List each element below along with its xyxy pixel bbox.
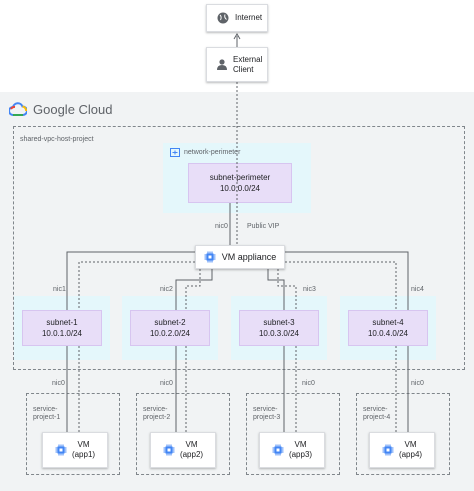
vm-app1-text: VM (app1) bbox=[72, 440, 95, 460]
service-project-1-label-line2: project-1 bbox=[33, 414, 61, 421]
service-project-2-label-line2: project-2 bbox=[143, 414, 171, 421]
public-vip-label: Public VIP bbox=[247, 223, 280, 230]
vm-app4-node: VM (app4) bbox=[369, 432, 435, 468]
appliance-nic0-label: nic0 bbox=[215, 223, 228, 230]
vm-app2-line2: (app2) bbox=[179, 450, 204, 459]
nic1-line bbox=[66, 251, 195, 310]
subnet-3-name: subnet-3 bbox=[263, 318, 295, 327]
traffic-line-3 bbox=[277, 269, 297, 310]
subnet-4-box: subnet-4 10.0.4.0/24 bbox=[348, 310, 428, 346]
nic2-label: nic2 bbox=[160, 286, 173, 293]
traffic-line-4 bbox=[285, 261, 397, 310]
vm-app3-line1: VM bbox=[294, 440, 307, 449]
vm-app4-text: VM (app4) bbox=[399, 440, 422, 460]
vm-app3-text: VM (app3) bbox=[289, 440, 312, 460]
compute-chip-icon bbox=[272, 444, 284, 456]
vm-appliance-node: VM appliance bbox=[195, 245, 285, 269]
service-project-4-label-line1: service- bbox=[363, 406, 388, 413]
internet-label: Internet bbox=[235, 13, 263, 22]
compute-chip-icon bbox=[55, 444, 67, 456]
subnet-perimeter-name: subnet-perimeter bbox=[209, 173, 271, 182]
vm-app2-node: VM (app2) bbox=[150, 432, 216, 468]
vm2-nic0-label: nic0 bbox=[160, 380, 173, 387]
brand-name: Google Cloud bbox=[33, 101, 113, 117]
vpc-network-icon bbox=[170, 148, 180, 157]
vm4-nic0-label: nic0 bbox=[411, 380, 424, 387]
host-project-label: shared-vpc-host-project bbox=[20, 136, 94, 143]
vm-app2-text: VM (app2) bbox=[180, 440, 203, 460]
external-client-line1: External bbox=[233, 54, 263, 64]
traffic-line-1 bbox=[78, 261, 195, 310]
nic4-label: nic4 bbox=[411, 286, 424, 293]
subnet-1-name: subnet-1 bbox=[46, 318, 78, 327]
external-client-text: External Client bbox=[233, 55, 262, 75]
network-perimeter-header: network-perimeter bbox=[170, 148, 240, 157]
subnet-3-box: subnet-3 10.0.3.0/24 bbox=[239, 310, 319, 346]
subnet-2-name: subnet-2 bbox=[154, 318, 186, 327]
subnet-2-box: subnet-2 10.0.2.0/24 bbox=[130, 310, 210, 346]
network-perimeter-label: network-perimeter bbox=[184, 148, 241, 156]
subnet-4-name: subnet-4 bbox=[372, 318, 404, 327]
service-project-2-label-line1: service- bbox=[143, 406, 168, 413]
globe-icon bbox=[217, 12, 229, 24]
subnet-3-cidr: 10.0.3.0/24 bbox=[258, 329, 300, 338]
nic1-label: nic1 bbox=[53, 286, 66, 293]
vm1-nic0-label: nic0 bbox=[52, 380, 65, 387]
vm-appliance-label: VM appliance bbox=[221, 252, 277, 262]
vm-app3-node: VM (app3) bbox=[259, 432, 325, 468]
vm-app1-node: VM (app1) bbox=[42, 432, 108, 468]
google-cloud-logo: Google Cloud bbox=[9, 100, 113, 118]
host-project-boundary: shared-vpc-host-project bbox=[13, 126, 465, 370]
traffic-line-2 bbox=[185, 269, 201, 310]
external-client-line2: Client bbox=[233, 64, 254, 74]
vm-app2-line1: VM bbox=[185, 440, 198, 449]
subnet-2-cidr: 10.0.2.0/24 bbox=[149, 329, 191, 338]
service-project-1-label-line1: service- bbox=[33, 406, 58, 413]
service-project-3-label-line1: service- bbox=[253, 406, 278, 413]
nic3-label: nic3 bbox=[303, 286, 316, 293]
vm-app1-line1: VM bbox=[77, 440, 90, 449]
subnet-perimeter-cidr: 10.0.0.0/24 bbox=[219, 184, 261, 193]
subnet-perimeter-box: subnet-perimeter 10.0.0.0/24 bbox=[188, 163, 292, 203]
internet-node: Internet bbox=[206, 4, 268, 32]
service-project-3-label-line2: project-3 bbox=[253, 414, 281, 421]
vm3-nic0-label: nic0 bbox=[302, 380, 315, 387]
nic2-line bbox=[175, 269, 213, 310]
subnet-1-box: subnet-1 10.0.1.0/24 bbox=[22, 310, 102, 346]
vm-app1-line2: (app1) bbox=[71, 450, 96, 459]
compute-chip-icon bbox=[382, 444, 394, 456]
nic3-line bbox=[267, 269, 285, 310]
internet-arrowhead bbox=[233, 33, 241, 40]
compute-chip-icon bbox=[163, 444, 175, 456]
person-icon bbox=[217, 59, 227, 70]
vm-app4-line1: VM bbox=[404, 440, 417, 449]
vm-app4-line2: (app4) bbox=[398, 450, 423, 459]
nic4-line bbox=[285, 251, 409, 310]
vm-app3-line2: (app3) bbox=[288, 450, 313, 459]
subnet-1-cidr: 10.0.1.0/24 bbox=[41, 329, 83, 338]
subnet-4-cidr: 10.0.4.0/24 bbox=[367, 329, 409, 338]
service-project-4-label-line2: project-4 bbox=[363, 414, 391, 421]
compute-chip-icon bbox=[204, 251, 216, 263]
external-client-node: External Client bbox=[206, 47, 268, 82]
google-cloud-icon bbox=[9, 102, 27, 116]
